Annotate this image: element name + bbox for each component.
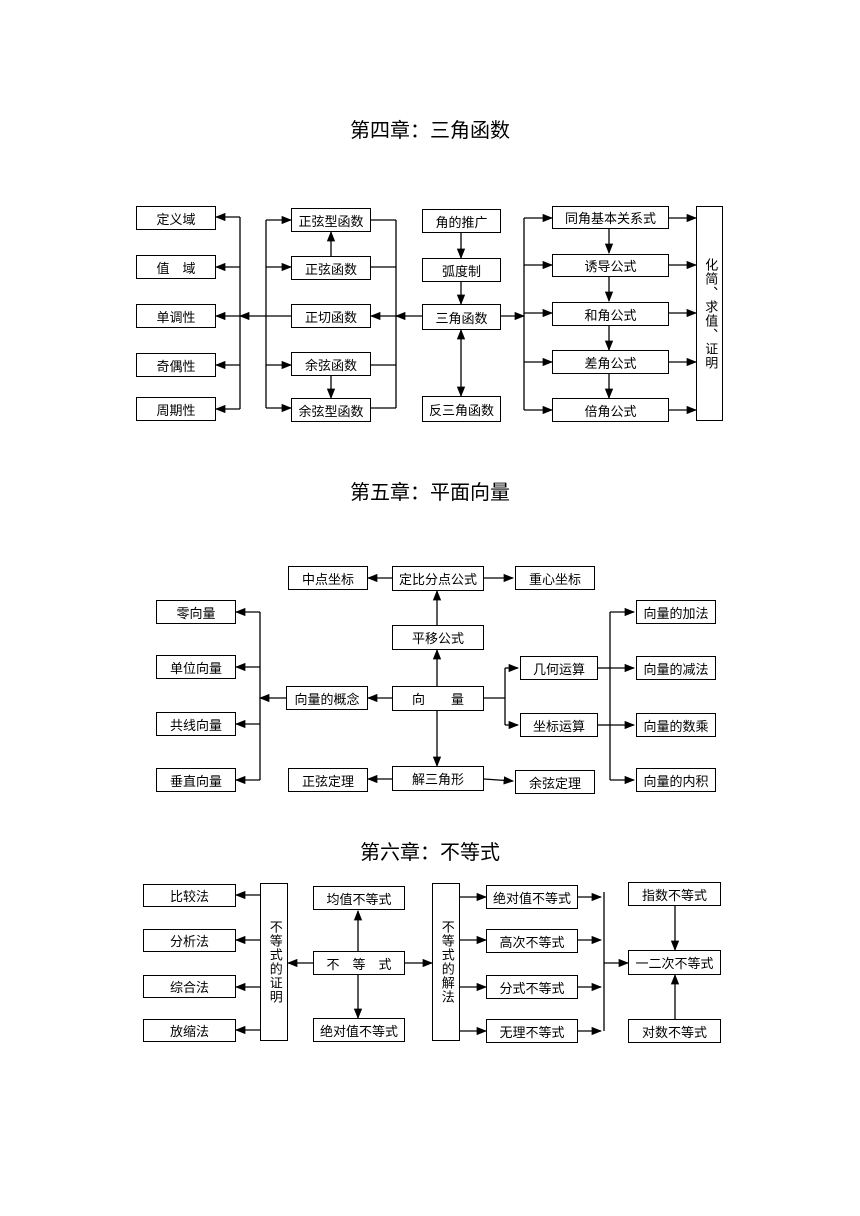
inequality-center: 不 等 式 bbox=[313, 951, 405, 975]
midpoint-coordinates: 中点坐标 bbox=[288, 566, 368, 590]
translation-formula: 平移公式 bbox=[392, 625, 484, 650]
quadratic-inequality: 一二次不等式 bbox=[628, 950, 721, 975]
prop-parity: 奇偶性 bbox=[136, 353, 216, 377]
formula-induction: 诱导公式 bbox=[552, 254, 669, 277]
prop-range: 值 域 bbox=[136, 255, 216, 279]
logarithmic-inequality: 对数不等式 bbox=[628, 1019, 721, 1043]
irrational-inequality: 无理不等式 bbox=[486, 1019, 578, 1043]
centroid-coordinates: 重心坐标 bbox=[515, 566, 595, 590]
cosine-type-function: 余弦型函数 bbox=[291, 398, 371, 422]
vector-inner-product: 向量的内积 bbox=[636, 768, 716, 792]
perpendicular-vector: 垂直向量 bbox=[156, 768, 236, 792]
chapter6-title: 第六章：不等式 bbox=[360, 840, 500, 864]
solve-triangle: 解三角形 bbox=[392, 766, 484, 791]
analysis-method: 分析法 bbox=[143, 929, 236, 952]
inequality-proof: 不等式的证明 bbox=[260, 883, 288, 1041]
prop-domain: 定义域 bbox=[136, 206, 216, 230]
absolute-value-inequality-proof: 绝对值不等式 bbox=[313, 1018, 405, 1042]
result-label: 化简、求值、证明 bbox=[702, 257, 718, 370]
inequality-solution-label: 不等式的解法 bbox=[438, 920, 454, 1004]
vector-scalar-multiplication: 向量的数乘 bbox=[636, 713, 716, 737]
prop-monotonicity: 单调性 bbox=[136, 304, 216, 328]
formula-diff-angle: 差角公式 bbox=[552, 350, 669, 374]
exponential-inequality: 指数不等式 bbox=[628, 882, 721, 906]
vector-center: 向 量 bbox=[392, 686, 484, 711]
coordinate-operation: 坐标运算 bbox=[520, 713, 598, 737]
trig-functions: 三角函数 bbox=[422, 304, 501, 330]
collinear-vector: 共线向量 bbox=[156, 712, 236, 736]
inequality-solution: 不等式的解法 bbox=[432, 883, 460, 1041]
formula-double-angle: 倍角公式 bbox=[552, 398, 669, 422]
tangent-function: 正切函数 bbox=[291, 304, 371, 328]
sine-function: 正弦函数 bbox=[291, 256, 371, 280]
radian-system: 弧度制 bbox=[422, 258, 501, 282]
law-of-cosines: 余弦定理 bbox=[515, 770, 595, 794]
formula-sum-angle: 和角公式 bbox=[552, 302, 669, 326]
chapter5-title: 第五章：平面向量 bbox=[350, 480, 510, 504]
unit-vector: 单位向量 bbox=[156, 655, 236, 679]
section-formula: 定比分点公式 bbox=[392, 566, 484, 591]
prop-period: 周期性 bbox=[136, 397, 216, 421]
law-of-sines: 正弦定理 bbox=[288, 768, 368, 792]
zero-vector: 零向量 bbox=[156, 600, 236, 624]
angle-extension: 角的推广 bbox=[422, 209, 501, 233]
higher-degree-inequality: 高次不等式 bbox=[486, 929, 578, 953]
absolute-value-inequality: 绝对值不等式 bbox=[486, 885, 578, 909]
fractional-inequality: 分式不等式 bbox=[486, 975, 578, 999]
comparison-method: 比较法 bbox=[143, 884, 236, 907]
sine-type-function: 正弦型函数 bbox=[291, 208, 371, 232]
inverse-trig-functions: 反三角函数 bbox=[422, 396, 501, 422]
vector-subtraction: 向量的减法 bbox=[636, 656, 716, 680]
result-simplify-evaluate-prove: 化简、求值、证明 bbox=[696, 206, 723, 421]
scaling-method: 放缩法 bbox=[143, 1019, 236, 1042]
chapter4-title: 第四章：三角函数 bbox=[350, 118, 510, 142]
mean-inequality: 均值不等式 bbox=[313, 886, 405, 910]
inequality-proof-label: 不等式的证明 bbox=[266, 920, 282, 1004]
vector-addition: 向量的加法 bbox=[636, 600, 716, 624]
formula-same-angle: 同角基本关系式 bbox=[552, 206, 669, 229]
cosine-function: 余弦函数 bbox=[291, 352, 371, 376]
vector-concept: 向量的概念 bbox=[286, 686, 368, 710]
synthesis-method: 综合法 bbox=[143, 975, 236, 998]
geometric-operation: 几何运算 bbox=[520, 656, 598, 680]
